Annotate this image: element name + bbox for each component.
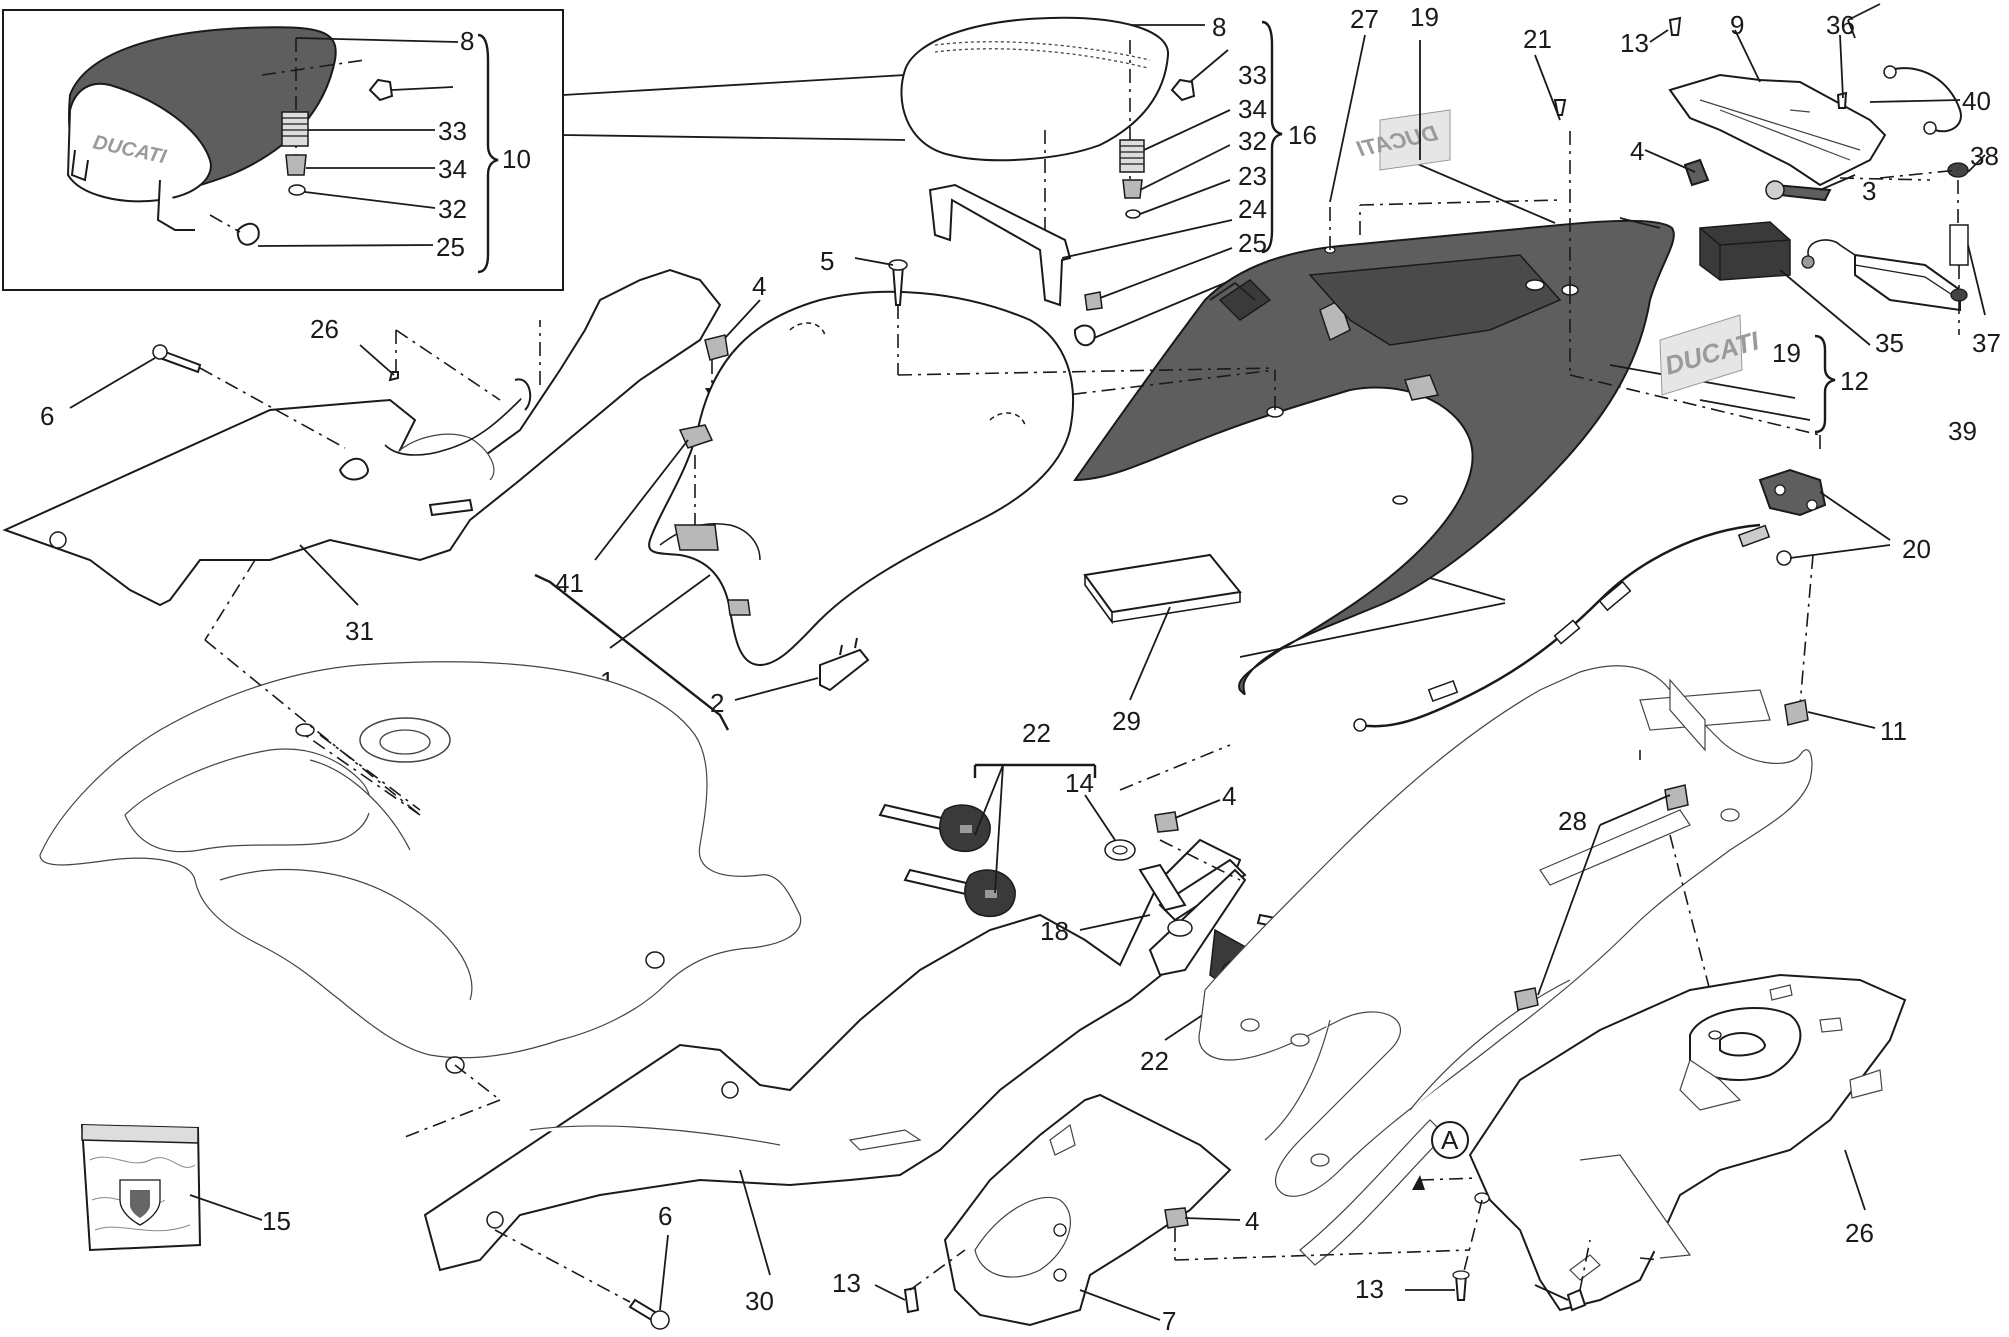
tool-bag-group: 15 [80, 1123, 291, 1252]
top-right-parts-group: 27 19 21 13 9 36 40 4 3 38 35 37 19 12 3… [1329, 2, 2001, 446]
left-side-panel-group: 26 6 31 4 A [2, 268, 766, 646]
subframe-group: 11 28 [1198, 665, 1907, 1266]
callout-c40: 40 [1962, 86, 1991, 116]
small-cover-group: 7 13 4 [832, 1093, 1471, 1336]
callout-c14: 14 [1065, 768, 1094, 798]
passenger-seat-group: 8 33 34 32 23 24 25 16 [900, 12, 1317, 347]
callout-i32: 32 [438, 194, 467, 224]
callout-c4a: 4 [1630, 136, 1644, 166]
decal-19-top: DUCATI [1354, 109, 1451, 171]
callout-c9: 9 [1730, 10, 1744, 40]
callout-c7: 7 [1162, 1306, 1176, 1336]
callout-c13a: 13 [1620, 28, 1649, 58]
callout-c3: 3 [1862, 176, 1876, 206]
callout-c19b: 19 [1772, 338, 1801, 368]
callout-c5: 5 [820, 246, 834, 276]
callout-i8: 8 [460, 26, 474, 56]
callout-i34: 34 [438, 154, 467, 184]
callout-c4c: 4 [1222, 781, 1236, 811]
callout-c4b: 4 [752, 271, 766, 301]
callout-i33: 33 [438, 116, 467, 146]
callout-c33: 33 [1238, 60, 1267, 90]
callout-i25: 25 [436, 232, 465, 262]
under-tail-group: 26 A 13 [1355, 973, 1907, 1312]
callout-c21: 21 [1523, 24, 1552, 54]
callout-c17: 26 [1845, 1218, 1874, 1248]
callout-c8: 8 [1212, 12, 1226, 42]
callout-c37: 37 [1972, 328, 2001, 358]
callout-c23: 23 [1238, 161, 1267, 191]
callout-c13b: 13 [832, 1268, 861, 1298]
callout-c32: 32 [1238, 126, 1267, 156]
inset-seat-group: DUCATI 8 33 34 32 25 10 [2, 9, 564, 291]
callout-c19a: 19 [1410, 2, 1439, 32]
callout-c38: 38 [1970, 141, 1999, 171]
callout-c41: 41 [555, 568, 584, 598]
rider-seat-group: 2 41 5 1 29 [534, 246, 1276, 736]
callout-cA2: A [1441, 1125, 1459, 1155]
callout-c12: 12 [1840, 366, 1869, 396]
callout-c27: 27 [1350, 4, 1379, 34]
callout-c15: 15 [262, 1206, 291, 1236]
callout-c16: 16 [1288, 120, 1317, 150]
callout-c22a: 22 [1022, 718, 1051, 748]
callout-c4d: 4 [1245, 1206, 1259, 1236]
callout-c36: 36 [1826, 10, 1855, 40]
callout-c22b: 22 [1140, 1046, 1169, 1076]
callout-c6a: 6 [40, 401, 54, 431]
callout-c39: 39 [1948, 416, 1977, 446]
fuel-tank-group [39, 559, 802, 1138]
latch-cable-group: 20 [1353, 468, 1931, 732]
callout-c26a: 26 [310, 314, 339, 344]
callout-c31: 31 [345, 616, 374, 646]
callout-c30: 30 [745, 1286, 774, 1316]
callout-c28: 28 [1558, 806, 1587, 836]
callout-c11: 11 [1880, 716, 1907, 746]
callout-c20: 20 [1902, 534, 1931, 564]
callout-c29: 29 [1112, 706, 1141, 736]
callout-c34: 34 [1238, 94, 1267, 124]
callout-c6b: 6 [658, 1201, 672, 1231]
callout-c24: 24 [1238, 194, 1267, 224]
callout-c26c: 13 [1355, 1274, 1384, 1304]
callout-c35: 35 [1875, 328, 1904, 358]
callout-c18: 18 [1040, 916, 1069, 946]
callout-c25: 25 [1238, 228, 1267, 258]
tail-cowl-group [899, 130, 1821, 696]
callout-i10: 10 [502, 144, 531, 174]
